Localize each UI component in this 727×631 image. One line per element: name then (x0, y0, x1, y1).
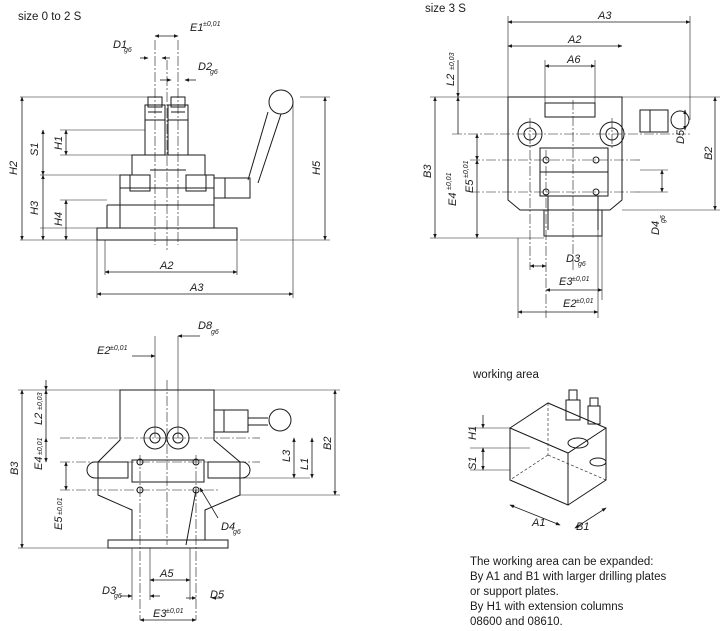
label-E1: E1 (190, 22, 203, 34)
label-H5: H5 (311, 160, 323, 175)
label-E3-tol-small: ±0,01 (166, 608, 184, 615)
label-D3-g6-small: g6 (114, 593, 122, 600)
label-D8-g6: g6 (211, 329, 219, 336)
view1-labels: E1 ±0,01 D1 g6 D2 g6 H2 H3 H4 S1 H1 H5 A… (8, 21, 323, 294)
label-A6: A6 (566, 54, 581, 66)
main-body (507, 96, 623, 211)
view-working-area (470, 389, 608, 529)
caption-working-area: working area (473, 369, 539, 381)
note-line: 08600 and 08610. (470, 616, 563, 628)
slot-left (86, 461, 129, 479)
label-E5-tol: ±0,01 (463, 160, 470, 178)
top-body (97, 389, 241, 541)
label-D2-g6: g6 (210, 69, 218, 76)
lever-block (639, 109, 669, 133)
label-H1: H1 (53, 136, 65, 150)
label-L2: L2 (445, 74, 457, 86)
label-D5-small: D5 (210, 589, 225, 601)
note-line: By A1 and B1 with larger drilling plates (470, 571, 667, 583)
lever-ball (268, 89, 294, 115)
label-B3-large: B3 (422, 164, 434, 178)
lever-block (213, 177, 251, 199)
label-L2-tol: ±0,03 (449, 52, 456, 70)
label-L3: L3 (281, 449, 293, 462)
label-E3-large: E3 (559, 276, 573, 288)
label-H3: H3 (29, 200, 41, 215)
note-line: By H1 with extension columns (470, 601, 624, 613)
view4-labels: H1 S1 A1 B1 (467, 426, 589, 533)
working-area-note: The working area can be expanded: By A1 … (470, 555, 720, 630)
label-B2-small: B2 (322, 437, 334, 450)
label-D4-g6-small: g6 (233, 529, 241, 536)
caption-size-small: size 0 to 2 S (18, 11, 82, 23)
label-L2-small: L2 (33, 413, 45, 425)
label-E2-large: E2 (563, 298, 576, 310)
label-E2-tol-large: ±0,01 (576, 298, 594, 305)
view-size-small (20, 34, 330, 298)
label-D1-g6: g6 (124, 47, 132, 54)
label-L1: L1 (299, 458, 311, 470)
view-top-small (18, 334, 340, 622)
label-D4-g6-large: g6 (660, 215, 667, 223)
lever-ball (670, 110, 690, 130)
label-H2: H2 (8, 161, 20, 175)
label-A1: A1 (531, 517, 545, 529)
label-D1: D1 (113, 39, 127, 51)
label-D3-small: D3 (102, 585, 117, 597)
view-size-large (430, 16, 720, 318)
label-D4-small: D4 (221, 521, 235, 533)
view3-labels: D8 g6 E2 ±0,01 B3 L2 ±0,03 E4 ±0,01 E5 ±… (9, 320, 334, 620)
label-S1-work: S1 (467, 457, 479, 470)
lever-arm (247, 111, 282, 184)
label-E4-tol-small: ±0,01 (37, 437, 44, 455)
note-line: The working area can be expanded: (470, 556, 654, 568)
block-side (567, 428, 607, 506)
label-E5: E5 (464, 179, 476, 193)
label-D5-large: D5 (675, 129, 687, 144)
slot-right (207, 461, 251, 479)
label-D2: D2 (198, 61, 212, 73)
label-D4-large: D4 (650, 221, 662, 235)
base-edge (107, 539, 229, 549)
label-E5-tol-small: ±0,01 (57, 497, 64, 515)
label-E2-tol-small: ±0,01 (110, 345, 128, 352)
label-B1: B1 (576, 521, 589, 533)
label-E2-small: E2 (97, 345, 110, 357)
label-E4: E4 (447, 193, 459, 206)
view2-labels: A3 A2 A6 B3 L2 ±0,03 E5 ±0,01 E4 ±0,01 B… (422, 10, 715, 310)
label-S1: S1 (29, 143, 41, 156)
label-E1-tol: ±0,01 (203, 21, 221, 28)
note-line: or support plates. (470, 586, 559, 598)
label-E4-small: E4 (33, 457, 45, 470)
label-D3-g6-large: g6 (578, 261, 586, 268)
caption-size-large: size 3 S (425, 3, 466, 15)
label-A3-large: A3 (597, 10, 612, 22)
label-H4: H4 (53, 212, 65, 226)
label-B3-small: B3 (9, 461, 21, 475)
top-slot (544, 102, 596, 118)
label-H1-work: H1 (467, 426, 479, 440)
lever-block (213, 409, 249, 433)
label-A3: A3 (189, 282, 204, 294)
block-top (508, 402, 608, 454)
label-E5-small: E5 (53, 516, 65, 530)
label-D8: D8 (198, 320, 213, 332)
label-A2-large: A2 (567, 34, 581, 46)
label-L2-tol-small: ±0,03 (37, 392, 44, 410)
lever-ball (268, 408, 292, 432)
label-D3-large: D3 (566, 253, 581, 265)
pin-left (565, 399, 581, 421)
block-front (509, 428, 569, 506)
label-E3-small: E3 (153, 608, 167, 620)
label-E4-tol: ±0,01 (446, 172, 453, 190)
label-A5: A5 (159, 568, 174, 580)
label-A2: A2 (159, 260, 173, 272)
label-B2-large: B2 (703, 147, 715, 160)
label-E3-tol-large: ±0,01 (572, 276, 590, 283)
